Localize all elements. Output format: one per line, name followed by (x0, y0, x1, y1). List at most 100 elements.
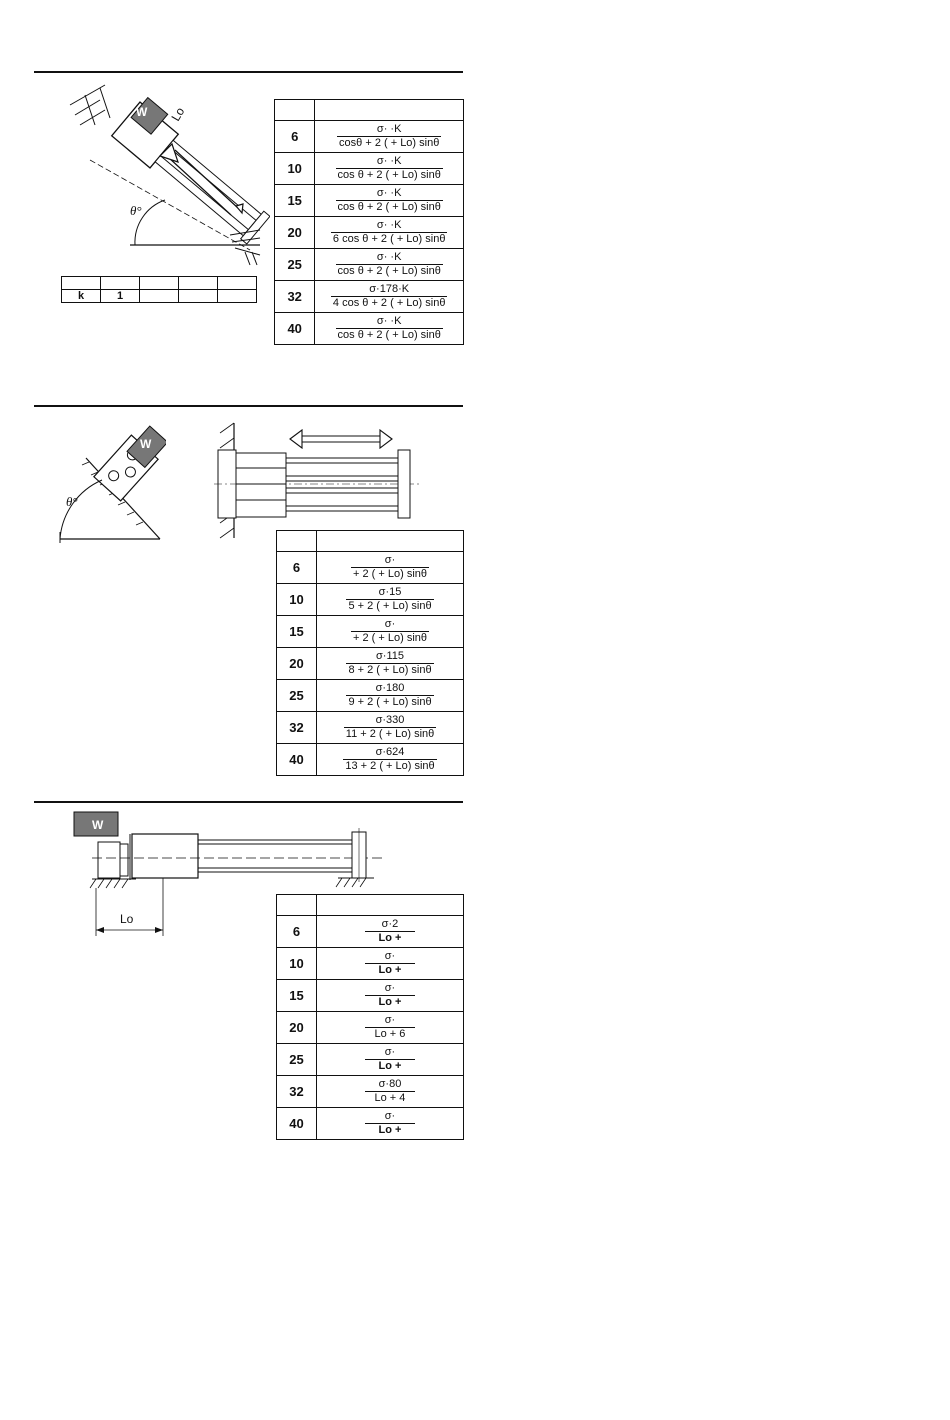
header-formula (314, 99, 464, 121)
size-cell: 40 (275, 743, 318, 776)
formula-numerator: σ· ·K (376, 315, 402, 327)
size-cell: 15 (273, 184, 316, 217)
k-table-header-row (61, 276, 257, 290)
header-size (275, 530, 318, 552)
formula-denominator: + 2 ( + Lo) sinθ (351, 631, 430, 644)
formula-denominator: Lo + 6 (364, 1027, 415, 1041)
header-size (276, 894, 317, 916)
s1-weight-label: W (136, 105, 148, 119)
header-formula (315, 894, 465, 916)
formula-denominator: cosθ + 2 ( + Lo) sinθ (337, 136, 442, 149)
formula-numerator: σ· (384, 982, 396, 994)
size-cell: 25 (275, 679, 318, 712)
formula-numerator: σ· (384, 1110, 396, 1122)
size-cell: 15 (276, 979, 317, 1012)
formula-denominator: 6 cos θ + 2 ( + Lo) sinθ (330, 232, 448, 245)
header-formula (316, 530, 464, 552)
formula-numerator: σ·2 (381, 918, 399, 930)
s2-weight-label: W (140, 437, 152, 451)
formula-numerator: σ· (384, 1014, 396, 1026)
formula-numerator: σ· (384, 950, 396, 962)
k-cell (217, 276, 257, 290)
table-row: 15 σ·+ 2 ( + Lo) sinθ (275, 615, 464, 648)
formula-numerator: σ·624 (375, 746, 405, 758)
table-row: 20 σ·Lo + 6 (276, 1011, 465, 1044)
formula-denominator: cos θ + 2 ( + Lo) sinθ (335, 168, 443, 181)
table-row: 25 σ·Lo + (276, 1043, 465, 1076)
formula-denominator: 11 + 2 ( + Lo) sinθ (343, 727, 437, 740)
formula-numerator: σ· ·K (376, 155, 402, 167)
size-cell: 20 (276, 1011, 317, 1044)
size-cell: 15 (275, 615, 318, 648)
formula-denominator: 8 + 2 ( + Lo) sinθ (346, 663, 434, 676)
k-cell (217, 289, 257, 303)
section1-diagram: W Lo θ° (60, 80, 270, 280)
formula-denominator: cos θ + 2 ( + Lo) sinθ (335, 200, 443, 213)
size-cell: 6 (276, 915, 317, 948)
formula-numerator: σ· (384, 554, 396, 566)
section2-side-diagram (210, 418, 430, 543)
size-cell: 40 (273, 312, 316, 345)
formula-denominator: 13 + 2 ( + Lo) sinθ (343, 759, 437, 772)
section3-diagram: W Lo (70, 808, 390, 940)
formula-denominator: cos θ + 2 ( + Lo) sinθ (335, 328, 443, 341)
formula-numerator: σ· ·K (376, 251, 402, 263)
table-row: 15 σ·Lo + (276, 979, 465, 1012)
formula-cell: σ·+ 2 ( + Lo) sinθ (316, 551, 464, 584)
size-cell: 20 (275, 647, 318, 680)
section1-k-table: k 1 (61, 276, 257, 303)
size-cell: 25 (276, 1043, 317, 1076)
k-cell (139, 276, 179, 290)
formula-denominator: Lo + (364, 995, 415, 1009)
formula-numerator: σ· ·K (376, 187, 402, 199)
size-cell: 20 (273, 216, 316, 249)
formula-denominator: cos θ + 2 ( + Lo) sinθ (335, 264, 443, 277)
k-table-value-row: k 1 (61, 289, 257, 303)
table-header-row (275, 530, 464, 552)
size-cell: 32 (273, 280, 316, 313)
size-cell: 32 (276, 1075, 317, 1108)
formula-cell: σ·Lo + (315, 979, 465, 1012)
s2-angle-label: θ° (66, 494, 78, 509)
s1-length-label: Lo (168, 105, 187, 124)
formula-numerator: σ·178·K (369, 283, 410, 295)
s3-length-label: Lo (120, 912, 134, 926)
size-cell: 40 (276, 1107, 317, 1140)
table-header-row (273, 99, 464, 121)
k-cell: 1 (100, 289, 140, 303)
formula-denominator: 9 + 2 ( + Lo) sinθ (346, 695, 434, 708)
formula-numerator: σ· ·K (376, 219, 402, 231)
table-row: 40 σ·Lo + (276, 1107, 465, 1140)
size-cell: 10 (276, 947, 317, 980)
formula-numerator: σ·115 (376, 650, 405, 662)
table-row: 6 σ·+ 2 ( + Lo) sinθ (275, 551, 464, 584)
k-cell (139, 289, 179, 303)
formula-cell: σ·Lo + (315, 1043, 465, 1076)
s1-angle-label: θ° (130, 203, 142, 218)
section2-incline-diagram: W Lo θ° (56, 418, 166, 543)
k-cell (178, 289, 218, 303)
formula-numerator: σ·330 (375, 714, 405, 726)
s3-weight-label: W (92, 818, 104, 832)
table-header-row (276, 894, 465, 916)
size-cell: 32 (275, 711, 318, 744)
formula-cell: σ·Lo + (315, 1107, 465, 1140)
section2-rule (34, 405, 463, 407)
formula-denominator: Lo + (364, 931, 415, 945)
